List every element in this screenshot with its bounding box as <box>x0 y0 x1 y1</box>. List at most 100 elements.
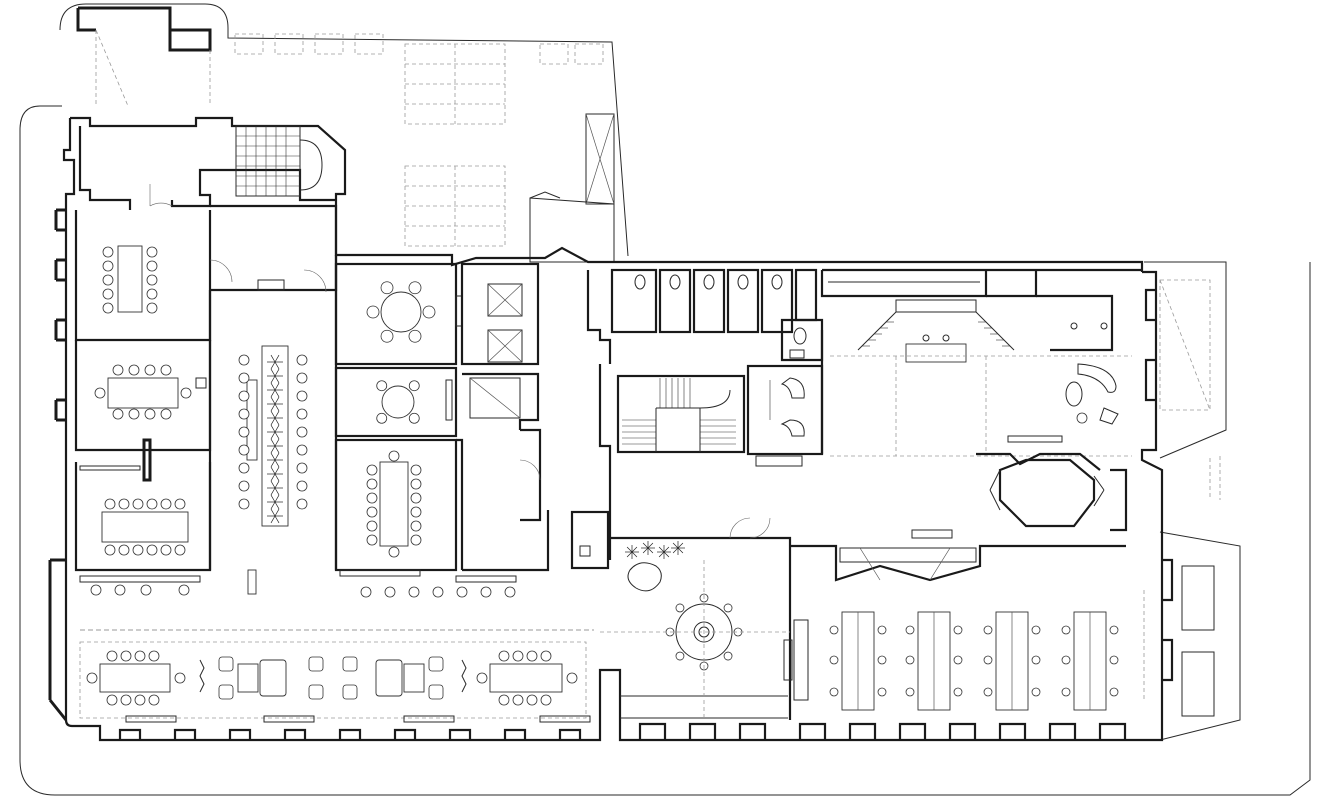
chair <box>360 586 372 598</box>
round-meeting-room-2 <box>334 366 458 438</box>
plant-leaf <box>274 382 280 391</box>
plant-leaf <box>274 466 280 475</box>
chair <box>410 520 422 532</box>
chair <box>146 274 158 286</box>
lounge-chair <box>428 684 444 700</box>
chair <box>134 694 146 706</box>
chair <box>1031 625 1041 635</box>
north-annex <box>76 6 615 263</box>
plant-leaf <box>270 515 276 524</box>
chair <box>118 498 130 510</box>
chair <box>174 498 186 510</box>
chair <box>106 694 118 706</box>
stair-north-west <box>78 125 336 210</box>
plant-leaf <box>274 396 280 405</box>
chair <box>180 387 192 399</box>
chair <box>296 480 308 492</box>
plant-leaf <box>270 417 276 426</box>
chair <box>408 412 420 424</box>
lounge-chair <box>308 684 324 700</box>
chair <box>540 650 552 662</box>
lounge-chair <box>428 656 444 672</box>
chair <box>675 651 685 661</box>
chair <box>366 305 380 319</box>
plant-leaf <box>647 542 654 549</box>
plant-leaf <box>270 410 276 419</box>
chair <box>410 492 422 504</box>
chair <box>120 694 132 706</box>
chair <box>408 380 420 392</box>
chair <box>456 586 468 598</box>
chair <box>296 444 308 456</box>
east-lounge <box>820 268 1142 457</box>
chair <box>146 260 158 272</box>
chair <box>238 444 250 456</box>
chair <box>238 354 250 366</box>
chair <box>388 450 400 462</box>
plant-leaf <box>270 452 276 461</box>
plant-leaf <box>270 382 276 391</box>
chair <box>432 586 444 598</box>
chair <box>410 506 422 518</box>
chair <box>140 584 152 596</box>
chair <box>134 650 146 662</box>
restrooms <box>586 268 824 364</box>
chair <box>148 650 160 662</box>
chair <box>238 372 250 384</box>
chair <box>128 408 140 420</box>
plant-leaf <box>274 438 280 447</box>
plant-leaf <box>274 375 280 384</box>
plant-leaf <box>274 431 280 440</box>
chair <box>102 260 114 272</box>
plant-leaf <box>672 547 679 554</box>
small-lounge <box>746 364 824 467</box>
chair <box>905 655 915 665</box>
chair <box>366 492 378 504</box>
chair <box>723 651 733 661</box>
chair <box>905 687 915 697</box>
chair <box>829 687 839 697</box>
chair <box>526 694 538 706</box>
chair <box>102 246 114 258</box>
chair <box>410 478 422 490</box>
plant-leaf <box>270 480 276 489</box>
chair <box>829 655 839 665</box>
chair <box>723 603 733 613</box>
chair <box>366 506 378 518</box>
plant-leaf <box>270 487 276 496</box>
plant-leaf <box>642 542 649 549</box>
plant-leaf <box>274 368 280 377</box>
boardroom <box>334 438 458 577</box>
chair <box>1061 655 1071 665</box>
plant-leaf <box>274 508 280 517</box>
chair <box>384 586 396 598</box>
lounge-chair <box>342 684 358 700</box>
chair <box>877 655 887 665</box>
plant-leaf <box>270 501 276 510</box>
meeting-room-west-3 <box>74 438 212 572</box>
chair <box>106 650 118 662</box>
plant-leaf <box>677 542 684 549</box>
chair <box>112 408 124 420</box>
chair <box>238 498 250 510</box>
chair <box>296 372 308 384</box>
chair <box>102 274 114 286</box>
chair <box>675 603 685 613</box>
chair <box>90 584 102 596</box>
chair <box>408 329 422 343</box>
lounge-chair <box>218 656 234 672</box>
plant-leaf <box>663 546 670 553</box>
plant-leaf <box>274 361 280 370</box>
chair <box>1109 687 1119 697</box>
chair <box>120 650 132 662</box>
chair <box>296 354 308 366</box>
chair <box>380 329 394 343</box>
chair <box>132 544 144 556</box>
plant-leaf <box>274 389 280 398</box>
chair <box>566 672 578 684</box>
plant-leaf <box>672 542 679 549</box>
chair <box>86 672 98 684</box>
plant-leaf <box>274 417 280 426</box>
chair <box>498 694 510 706</box>
